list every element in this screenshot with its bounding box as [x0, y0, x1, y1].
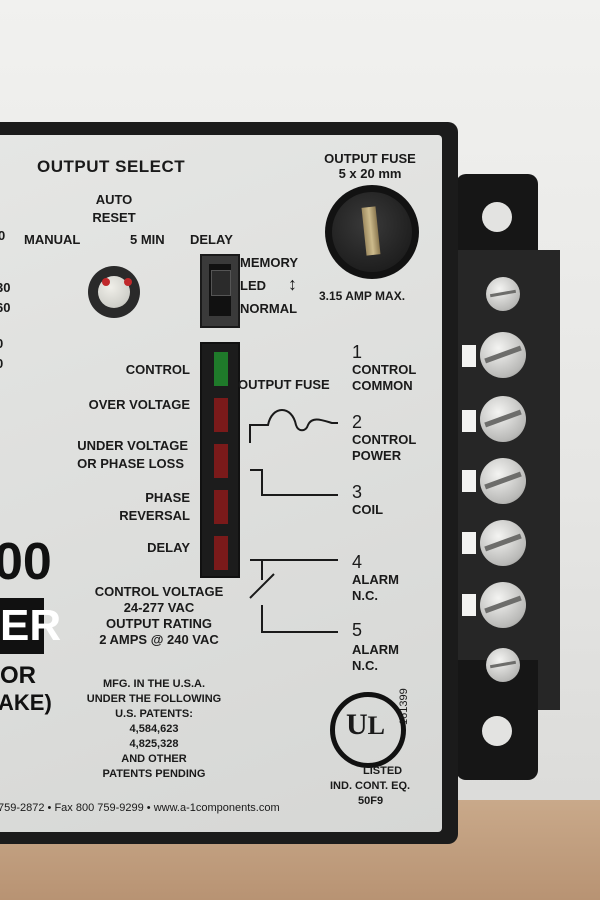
edge-number: 30 — [0, 280, 11, 295]
led-mode-switch[interactable] — [200, 254, 240, 328]
knob-marker — [102, 278, 110, 286]
terminal-4-line-2: N.C. — [352, 588, 378, 603]
patent-line: MFG. IN THE U.S.A. — [102, 678, 206, 690]
manual-label: MANUAL — [24, 232, 81, 247]
ul-code-label: 50F9 — [358, 795, 384, 807]
delay-label: DELAY — [190, 232, 233, 247]
footer-contact: 759-2872 • Fax 800 759-9299 • www.a-1com… — [0, 802, 280, 814]
reset-label: RESET — [92, 210, 136, 225]
led-under-voltage — [214, 444, 228, 478]
indicator-label-control: CONTROL — [125, 362, 190, 377]
brand-subtext-partial: AKE) — [0, 690, 52, 715]
led-over-voltage — [214, 398, 228, 432]
indicator-label-delay: DELAY — [147, 540, 190, 555]
terminal-number-5: 5 — [352, 620, 363, 640]
terminal-clip — [462, 470, 476, 492]
fuse-size-label: 5 x 20 mm — [338, 166, 402, 181]
led-phase-reversal — [214, 490, 228, 524]
led-delay — [214, 536, 228, 570]
led-control — [214, 352, 228, 386]
knob-marker — [124, 278, 132, 286]
terminal-screw-2-icon[interactable] — [480, 396, 526, 442]
status-led-bar — [200, 342, 240, 578]
memory-label: MEMORY — [240, 255, 299, 270]
spec-control-voltage: CONTROL VOLTAGE — [94, 584, 224, 599]
indicator-label-phase-loss: OR PHASE LOSS — [77, 456, 184, 471]
terminal-5-line-2: N.C. — [352, 658, 378, 673]
terminal-5-line-1: ALARM — [352, 642, 399, 657]
brand-subtext-partial: OR — [0, 662, 36, 689]
edge-number: 0 — [0, 228, 6, 243]
mounting-hole — [482, 202, 512, 232]
output-fuse-title: OUTPUT FUSE — [324, 151, 416, 166]
mounting-hole — [482, 716, 512, 746]
terminal-3-line-1: COIL — [352, 502, 384, 517]
spec-voltage-range: 24-277 VAC — [123, 600, 195, 615]
coil-line — [250, 469, 338, 496]
terminal-1-line-1: CONTROL — [352, 362, 417, 377]
edge-number: 0 — [0, 336, 3, 351]
terminal-number-1: 1 — [352, 342, 363, 362]
patent-line: UNDER THE FOLLOWING — [86, 693, 222, 705]
patent-line: AND OTHER — [121, 753, 187, 765]
patent-line: U.S. PATENTS: — [115, 708, 193, 720]
patent-line: 4,825,328 — [129, 738, 179, 750]
terminal-2-line-1: CONTROL — [352, 432, 417, 447]
indicator-label-under-voltage: UNDER VOLTAGE — [77, 438, 188, 453]
terminal-1-line-2: COMMON — [352, 378, 413, 393]
brand-text-partial: 00 — [0, 533, 52, 591]
alarm-contact-line — [249, 559, 338, 633]
indicator-label-reversal: REVERSAL — [119, 508, 190, 523]
terminal-screw-3-icon[interactable] — [480, 458, 526, 504]
terminal-screw-5-icon[interactable] — [480, 582, 526, 628]
terminal-number-2: 2 — [352, 412, 363, 432]
terminal-clip — [462, 410, 476, 432]
auto-label: AUTO — [95, 192, 133, 207]
switch-lever[interactable] — [211, 270, 231, 296]
up-down-arrow-icon: ↕ — [288, 274, 297, 294]
ul-category-label: IND. CONT. EQ. — [330, 780, 411, 792]
ground-screw-icon[interactable] — [486, 277, 520, 311]
terminal-screw-4-icon[interactable] — [480, 520, 526, 566]
terminal-2-line-2: POWER — [352, 448, 402, 463]
terminal-4-line-1: ALARM — [352, 572, 399, 587]
patent-line: PATENTS PENDING — [102, 768, 206, 780]
terminal-clip — [462, 345, 476, 367]
output-fuse-diagram-label: OUTPUT FUSE — [238, 377, 330, 392]
led-label: LED — [240, 278, 266, 293]
ul-listed-label: LISTED — [363, 765, 403, 777]
five-min-label: 5 MIN — [130, 232, 165, 247]
spec-output-rating: OUTPUT RATING — [106, 616, 212, 631]
indicator-label-over-voltage: OVER VOLTAGE — [88, 397, 190, 412]
terminal-number-4: 4 — [352, 552, 363, 572]
spec-output-amps: 2 AMPS @ 240 VAC — [99, 632, 219, 647]
edge-number: 0 — [0, 356, 3, 371]
ground-screw-icon[interactable] — [486, 648, 520, 682]
terminal-clip — [462, 532, 476, 554]
edge-number: 60 — [0, 300, 11, 315]
ul-logo-letters-icon: UL — [346, 708, 386, 741]
brand-box-partial: ER — [0, 598, 61, 654]
fuse-symbol-line — [249, 409, 338, 443]
terminal-clip — [462, 594, 476, 616]
terminal-screw-1-icon[interactable] — [480, 332, 526, 378]
normal-label: NORMAL — [240, 301, 298, 316]
amp-max-label: 3.15 AMP MAX. — [319, 289, 406, 303]
ul-logo-icon — [330, 692, 406, 768]
terminal-number-3: 3 — [352, 482, 363, 502]
output-select-title: OUTPUT SELECT — [37, 157, 186, 176]
patent-line: 4,584,623 — [129, 723, 179, 735]
indicator-label-phase: PHASE — [145, 490, 190, 505]
ul-file-number: 161399 — [398, 688, 410, 725]
